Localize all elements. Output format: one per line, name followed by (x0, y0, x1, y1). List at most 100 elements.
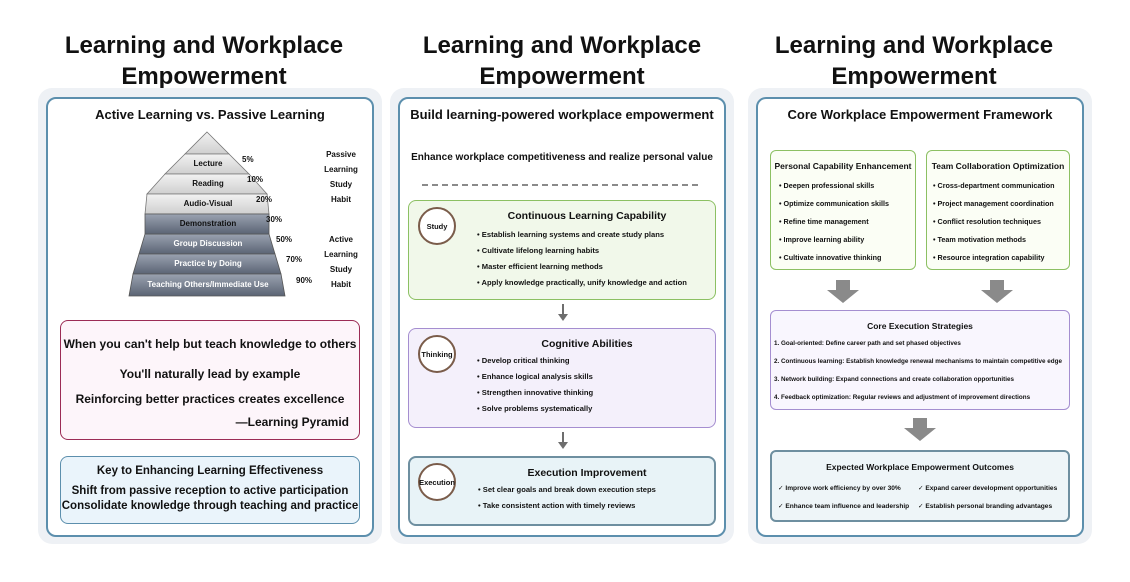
list-item: Resource integration capability (933, 249, 1055, 267)
execution-strategies-list: 1. Goal-oriented: Define career path and… (774, 335, 1062, 407)
list-item: Cross-department communication (933, 177, 1055, 195)
title-line-1: Learning and Workplace (774, 32, 1054, 59)
team-collaboration-box: Team Collaboration Optimization Cross-de… (926, 150, 1070, 270)
pyramid-label-5: Group Discussion (173, 239, 243, 248)
dashed-divider (422, 184, 698, 186)
list-item: Apply knowledge practically, unify knowl… (477, 275, 687, 291)
learning-pyramid (128, 131, 286, 297)
key-title: Key to Enhancing Learning Effectiveness (96, 465, 324, 477)
card-study-title: Continuous Learning Capability (507, 210, 667, 222)
pyramid-pct-2: 10% (247, 175, 264, 184)
outcome-item: ✓ Establish personal branding advantages (918, 503, 1053, 510)
list-item: Master efficient learning methods (477, 259, 687, 275)
list-item: 1. Goal-oriented: Define career path and… (774, 340, 961, 347)
card-thinking-list: Develop critical thinking Enhance logica… (477, 353, 593, 417)
pyramid-label-6: Practice by Doing (174, 259, 242, 268)
list-item: Enhance logical analysis skills (477, 369, 593, 385)
card-execution: Execution Improvement Set clear goals an… (408, 456, 716, 526)
passive-habit-word: Learning (324, 165, 358, 174)
pyramid-pct-7: 90% (296, 276, 313, 285)
pyramid-layer-7 (128, 273, 286, 297)
title-line-2: Empowerment (121, 63, 287, 90)
middle-subtitle: Enhance workplace competitiveness and re… (411, 152, 713, 163)
execution-strategies-title: Core Execution Strategies (867, 321, 973, 331)
list-item: Team motivation methods (933, 231, 1055, 249)
pyramid-pct-6: 70% (286, 255, 303, 264)
pyramid-layer-1 (184, 131, 230, 155)
personal-capability-list: Deepen professional skills Optimize comm… (779, 177, 889, 267)
key-line-2: Consolidate knowledge through teaching a… (61, 500, 359, 512)
expected-outcomes-title: Expected Workplace Empowerment Outcomes (826, 462, 1014, 472)
arrow-down-icon (558, 432, 568, 449)
active-habit-word: Learning (324, 250, 358, 259)
list-item: Take consistent action with timely revie… (478, 498, 656, 514)
list-item: Develop critical thinking (477, 353, 593, 369)
list-item: Cultivate innovative thinking (779, 249, 889, 267)
arrow-down-icon (827, 280, 859, 303)
list-item: 3. Network building: Expand connections … (774, 376, 1015, 383)
pyramid-label-2: Reading (192, 179, 224, 188)
active-habit-label: Active Learning Study Habit (316, 232, 366, 292)
arrow-down-icon (981, 280, 1013, 303)
pyramid-pct-3: 20% (256, 195, 273, 204)
pyramid-pct-5: 50% (276, 235, 293, 244)
list-item: Optimize communication skills (779, 195, 889, 213)
title-line-1: Learning and Workplace (64, 32, 344, 59)
list-item: Cultivate lifelong learning habits (477, 243, 687, 259)
execution-strategies-box: Core Execution Strategies 1. Goal-orient… (770, 310, 1070, 410)
outcome-item: ✓ Expand career development opportunitie… (918, 485, 1058, 492)
column-title-3: Learning and Workplace Empowerment (744, 30, 1084, 92)
team-collaboration-list: Cross-department communication Project m… (933, 177, 1055, 267)
active-habit-word: Habit (331, 280, 351, 289)
pyramid-pct-1: 5% (242, 155, 254, 164)
title-line-2: Empowerment (831, 63, 997, 90)
key-effectiveness-box: Key to Enhancing Learning Effectiveness … (60, 456, 360, 524)
team-collaboration-title: Team Collaboration Optimization (931, 161, 1065, 171)
quote-line-1: When you can't help but teach knowledge … (63, 337, 357, 351)
card-execution-title: Execution Improvement (527, 467, 647, 479)
execution-circle: Execution (418, 463, 456, 501)
pyramid-layer-5b (144, 213, 270, 235)
list-item: Strengthen innovative thinking (477, 385, 593, 401)
list-item: Deepen professional skills (779, 177, 889, 195)
personal-capability-box: Personal Capability Enhancement Deepen p… (770, 150, 916, 270)
list-item: Solve problems systematically (477, 401, 593, 417)
active-habit-word: Active (328, 235, 353, 244)
card-execution-list: Set clear goals and break down execution… (478, 482, 656, 514)
expected-outcomes-box: Expected Workplace Empowerment Outcomes … (770, 450, 1070, 522)
arrow-down-icon (904, 418, 936, 441)
quote-attribution: —Learning Pyramid (235, 415, 349, 429)
card-thinking: Cognitive Abilities Develop critical thi… (408, 328, 716, 428)
personal-capability-title: Personal Capability Enhancement (774, 161, 912, 171)
active-habit-word: Study (329, 265, 353, 274)
pyramid-label-4: Demonstration (179, 219, 237, 228)
pyramid-label-1: Lecture (193, 159, 223, 168)
quote-line-2: You'll naturally lead by example (119, 367, 301, 381)
column-title-1: Learning and Workplace Empowerment (34, 30, 374, 92)
title-line-2: Empowerment (479, 63, 645, 90)
list-item: Set clear goals and break down execution… (478, 482, 656, 498)
passive-habit-word: Study (329, 180, 353, 189)
quote-line-3: Reinforcing better practices creates exc… (75, 392, 345, 406)
list-item: Conflict resolution techniques (933, 213, 1055, 231)
outcome-item: ✓ Enhance team influence and leadership (778, 503, 910, 510)
key-line-1: Shift from passive reception to active p… (71, 485, 349, 497)
card-study: Continuous Learning Capability Establish… (408, 200, 716, 300)
list-item: Improve learning ability (779, 231, 889, 249)
passive-habit-word: Passive (326, 150, 356, 159)
right-panel-title: Core Workplace Empowerment Framework (787, 107, 1053, 122)
title-line-1: Learning and Workplace (422, 32, 702, 59)
list-item: Refine time management (779, 213, 889, 231)
card-study-list: Establish learning systems and create st… (477, 227, 687, 291)
list-item: 4. Feedback optimization: Regular review… (774, 394, 1031, 401)
passive-habit-label: Passive Learning Study Habit (316, 147, 366, 207)
outcome-item: ✓ Improve work efficiency by over 30% (778, 485, 901, 492)
pyramid-label-3: Audio-Visual (183, 199, 233, 208)
study-circle: Study (418, 207, 456, 245)
quote-box: When you can't help but teach knowledge … (60, 320, 360, 440)
thinking-circle: Thinking (418, 335, 456, 373)
column-title-2: Learning and Workplace Empowerment (392, 30, 732, 92)
left-panel-title: Active Learning vs. Passive Learning (95, 107, 325, 122)
middle-panel-title: Build learning-powered workplace empower… (410, 107, 714, 122)
passive-habit-word: Habit (331, 195, 351, 204)
